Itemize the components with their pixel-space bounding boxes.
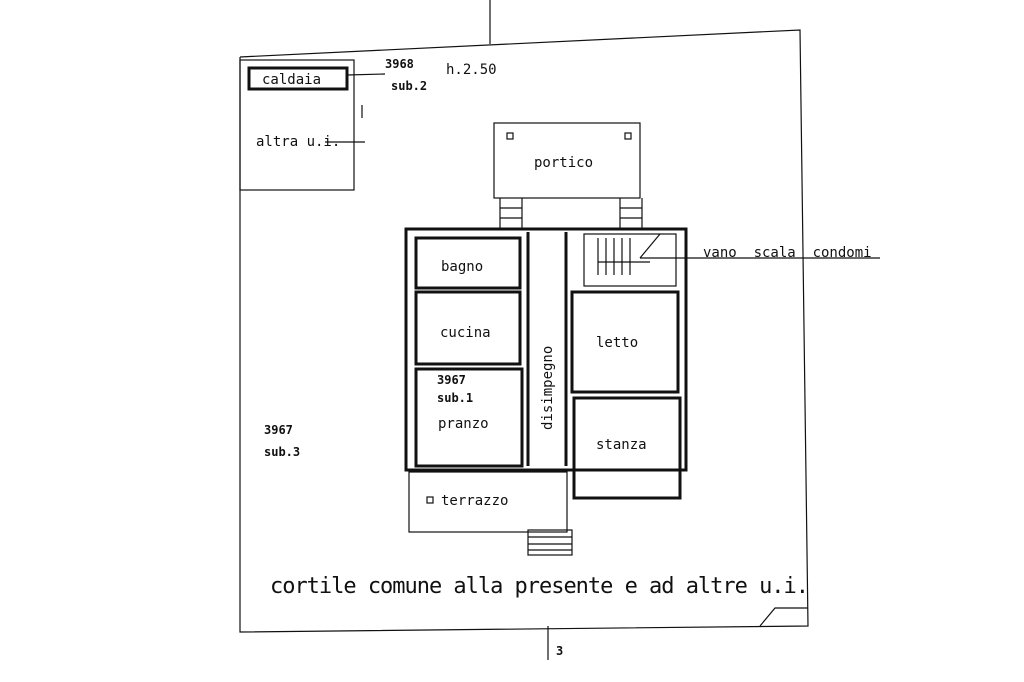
label-portico: portico	[534, 155, 593, 171]
label-disimpegno: disimpegno	[540, 346, 556, 430]
terrazzo-steps	[527, 529, 573, 556]
cucina-room	[414, 290, 522, 366]
pillar	[624, 132, 632, 140]
stairwell	[583, 233, 880, 287]
stanza-room	[572, 396, 682, 500]
label-terrazzo: terrazzo	[441, 493, 508, 509]
altra-ui-room	[239, 59, 355, 191]
portico-room	[493, 122, 641, 199]
label-sub-top: sub.2	[391, 79, 427, 93]
corner-mark	[759, 607, 808, 627]
label-pranzo: pranzo	[438, 416, 489, 432]
label-cucina: cucina	[440, 325, 491, 341]
pillar	[506, 132, 514, 140]
portico-steps	[499, 198, 643, 228]
label-height: h.2.50	[446, 62, 497, 78]
bagno-room	[414, 236, 522, 290]
lot-boundary	[239, 29, 809, 633]
apartment-outline	[404, 227, 688, 472]
label-bagno: bagno	[441, 259, 483, 275]
label-letto: letto	[596, 335, 638, 351]
label-vano-scala: vano scala condomi	[703, 245, 872, 261]
leader-line	[346, 73, 386, 76]
label-sub-mid: sub.1	[437, 391, 473, 405]
label-cortile: cortile comune alla presente e ad altre …	[270, 574, 810, 599]
letto-room	[570, 290, 680, 394]
pillar	[426, 496, 434, 504]
label-sub-left: sub.3	[264, 445, 300, 459]
terrazzo-area	[408, 471, 568, 533]
label-parcel-mid: 3967	[437, 373, 466, 387]
caldaia-room	[247, 66, 349, 91]
label-caldaia: caldaia	[262, 72, 321, 88]
label-parcel-left: 3967	[264, 423, 293, 437]
label-altra-ui: altra u.i.	[256, 134, 340, 150]
label-parcel-top: 3968	[385, 57, 414, 71]
label-stanza: stanza	[596, 437, 647, 453]
pranzo-room	[414, 367, 524, 468]
label-sheet-mark: 3	[556, 644, 563, 658]
